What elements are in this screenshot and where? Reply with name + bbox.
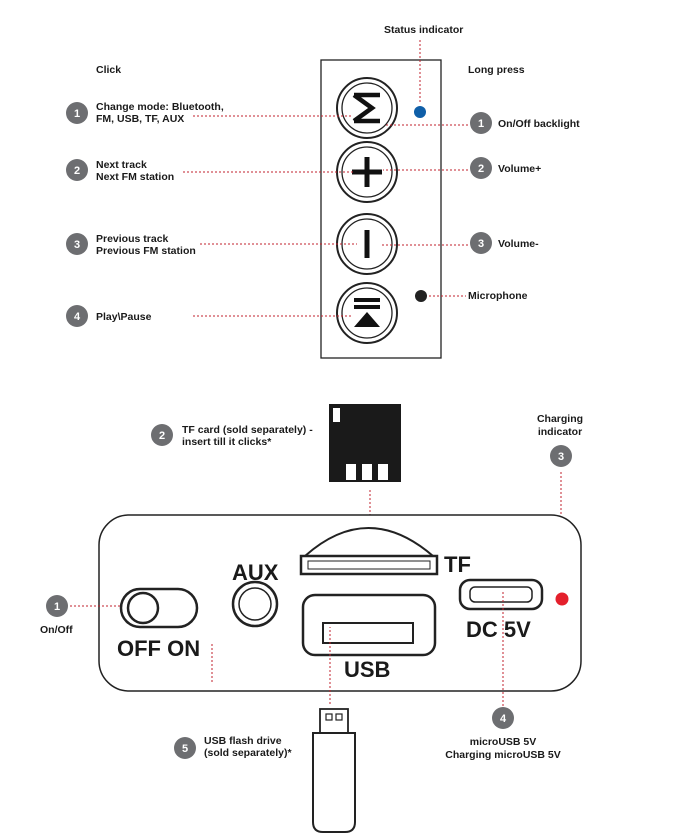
click-header: Click xyxy=(96,64,121,76)
svg-text:indicator: indicator xyxy=(538,426,582,438)
play-pause-button[interactable] xyxy=(336,282,398,344)
usb-label: USB xyxy=(344,657,390,682)
microphone-label: Microphone xyxy=(468,290,528,302)
svg-text:2: 2 xyxy=(74,165,80,177)
svg-text:Previous FM station: Previous FM station xyxy=(96,245,196,257)
svg-text:Previous track: Previous track xyxy=(96,233,169,245)
tf-card-slot[interactable] xyxy=(299,527,439,576)
svg-text:Next FM station: Next FM station xyxy=(96,171,174,183)
badge xyxy=(66,102,88,124)
click-item-2: 2 Next track Next FM station xyxy=(66,159,354,183)
tf-card-callout: 2 TF card (sold separately) - insert til… xyxy=(151,424,313,448)
svg-text:Change mode: Bluetooth,: Change mode: Bluetooth, xyxy=(96,101,224,113)
long-press-item-2: 2 Volume+ xyxy=(383,157,541,179)
click-item-3: 3 Previous track Previous FM station xyxy=(66,233,357,257)
usb-flash-callout: 5 USB flash drive (sold separately)* xyxy=(174,735,292,759)
svg-text:Volume-: Volume- xyxy=(498,238,539,250)
usb-flash-drive-icon xyxy=(312,708,356,833)
mode-button[interactable] xyxy=(336,77,398,139)
svg-text:1: 1 xyxy=(478,118,484,130)
on-off-callout: 1 On/Off xyxy=(40,595,121,636)
plus-icon xyxy=(352,157,382,187)
svg-text:3: 3 xyxy=(74,239,80,251)
svg-text:2: 2 xyxy=(478,163,484,175)
svg-text:1: 1 xyxy=(54,601,60,613)
svg-text:FM, USB, TF, AUX: FM, USB, TF, AUX xyxy=(96,113,184,125)
usb-port[interactable] xyxy=(301,593,437,657)
microusb-port[interactable] xyxy=(458,578,544,611)
svg-text:4: 4 xyxy=(74,311,81,323)
volume-up-next-button[interactable] xyxy=(336,141,398,203)
status-indicator-label: Status indicator xyxy=(384,24,463,36)
badge xyxy=(66,233,88,255)
aux-jack[interactable] xyxy=(231,580,279,628)
play-pause-icon xyxy=(354,298,380,327)
svg-text:Play\Pause: Play\Pause xyxy=(96,311,152,323)
button-panel-outline xyxy=(320,59,442,359)
status-indicator-led xyxy=(414,106,426,118)
svg-text:2: 2 xyxy=(159,430,165,442)
charging-indicator-callout: Charging indicator 3 xyxy=(537,413,583,590)
svg-text:3: 3 xyxy=(478,238,484,250)
volume-down-previous-button[interactable] xyxy=(336,213,398,275)
svg-text:(sold separately)*: (sold separately)* xyxy=(204,747,292,759)
on-off-switch[interactable] xyxy=(119,587,199,629)
svg-text:USB flash drive: USB flash drive xyxy=(204,735,282,747)
svg-text:On/Off: On/Off xyxy=(40,624,73,636)
svg-text:TF card (sold separately) -: TF card (sold separately) - xyxy=(182,424,313,436)
long-press-item-3: 3 Volume- xyxy=(380,232,539,254)
badge xyxy=(66,159,88,181)
click-item-4: 4 Play\Pause xyxy=(66,305,352,327)
svg-text:insert till it clicks*: insert till it clicks* xyxy=(182,436,272,448)
click-item-1: 1 Change mode: Bluetooth, FM, USB, TF, A… xyxy=(66,101,352,125)
svg-text:Volume+: Volume+ xyxy=(498,163,541,175)
microphone-hole xyxy=(415,290,427,302)
svg-text:5: 5 xyxy=(182,743,188,755)
svg-text:Charging: Charging xyxy=(537,413,583,425)
svg-text:4: 4 xyxy=(500,713,507,725)
svg-text:Charging microUSB 5V: Charging microUSB 5V xyxy=(445,749,561,761)
svg-text:3: 3 xyxy=(558,451,564,463)
dc-5v-label: DC 5V xyxy=(466,617,531,642)
long-press-header: Long press xyxy=(468,64,525,76)
svg-text:On/Off backlight: On/Off backlight xyxy=(498,118,580,130)
long-press-item-1: 1 On/Off backlight xyxy=(385,112,580,134)
tf-label: TF xyxy=(444,552,471,577)
tf-card-icon xyxy=(329,404,401,482)
svg-text:microUSB 5V: microUSB 5V xyxy=(470,736,537,748)
mode-m-icon xyxy=(352,92,380,124)
charging-indicator-led xyxy=(555,592,569,606)
svg-text:Next track: Next track xyxy=(96,159,147,171)
badge xyxy=(66,305,88,327)
svg-text:1: 1 xyxy=(74,108,80,120)
off-on-label: OFF ON xyxy=(117,636,200,661)
microusb-callout: 4 microUSB 5V Charging microUSB 5V xyxy=(445,707,561,761)
